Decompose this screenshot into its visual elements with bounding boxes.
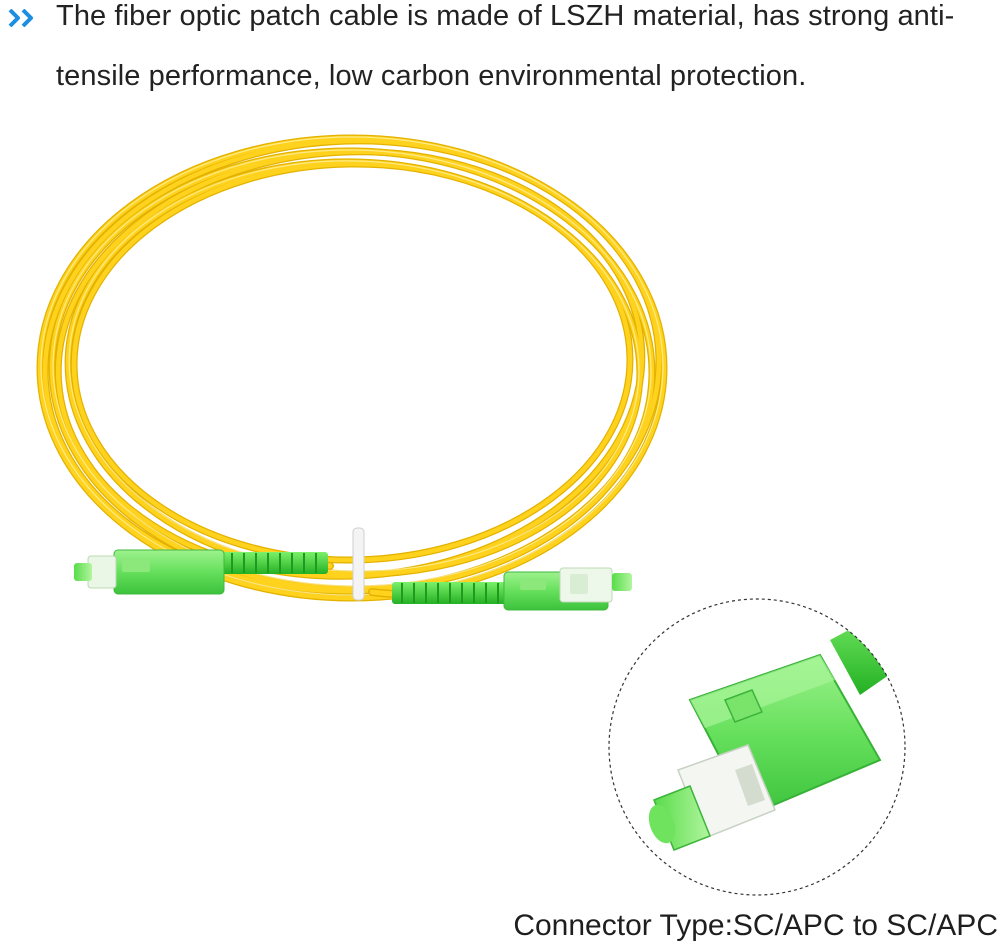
connector-type-caption: Connector Type:SC/APC to SC/APC (513, 909, 998, 942)
double-chevron-right-icon (8, 9, 33, 27)
connector-zoom-inset (608, 598, 906, 896)
cable-coil (36, 134, 668, 602)
headline-text: The fiber optic patch cable is made of L… (56, 0, 955, 92)
sc-apc-connector-left (74, 549, 328, 595)
cable-tie (352, 527, 365, 601)
sc-apc-connector-right (392, 567, 632, 611)
